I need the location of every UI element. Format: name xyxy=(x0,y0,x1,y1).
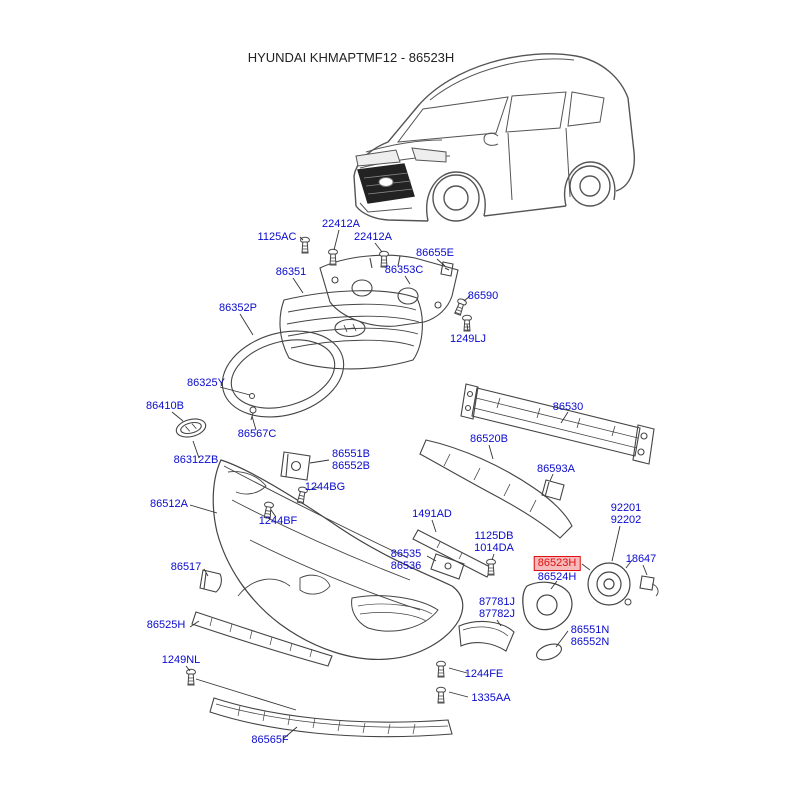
clip-drawing xyxy=(440,261,454,277)
lamp-bracket-drawing xyxy=(430,553,465,580)
part-label-92202[interactable]: 92202 xyxy=(610,514,642,526)
grille-molding-drawing xyxy=(221,330,345,418)
bumper-cover-drawing xyxy=(212,459,464,661)
part-label-86551N[interactable]: 86551N xyxy=(570,624,610,636)
part-label-86351[interactable]: 86351 xyxy=(275,266,307,278)
part-label-86551B[interactable]: 86551B xyxy=(332,448,370,460)
small-bracket-drawing xyxy=(541,479,565,501)
front-lip-drawing xyxy=(209,697,453,738)
cover-moulding-drawing xyxy=(536,643,562,661)
fog-lamp-cover-drawing xyxy=(458,620,515,652)
part-label-86523H[interactable]: 86523H xyxy=(533,556,581,571)
part-label-1249LJ[interactable]: 1249LJ xyxy=(449,333,487,345)
part-label-87781J[interactable]: 87781J xyxy=(478,596,516,608)
part-label-86524H[interactable]: 86524H xyxy=(537,571,577,583)
stay-bar-drawing xyxy=(412,529,493,578)
part-label-86655E[interactable]: 86655E xyxy=(416,247,454,259)
molding-clip-drawing xyxy=(249,393,255,399)
lower-cover-drawing xyxy=(191,611,333,667)
part-label-86552N[interactable]: 86552N xyxy=(570,636,610,648)
bulb-connector-drawing xyxy=(639,575,659,597)
part-label-86590[interactable]: 86590 xyxy=(467,290,499,302)
part-label-86536[interactable]: 86536 xyxy=(390,560,422,572)
radiator-grille-drawing xyxy=(279,290,423,370)
part-label-86565F[interactable]: 86565F xyxy=(251,734,289,746)
bumper-reinforcement-drawing xyxy=(460,383,655,465)
part-label-86325Y[interactable]: 86325Y xyxy=(187,377,225,389)
car-illustration xyxy=(353,53,636,222)
part-label-86312ZB[interactable]: 86312ZB xyxy=(173,454,219,466)
part-label-86567C[interactable]: 86567C xyxy=(237,428,277,440)
part-label-86410B[interactable]: 86410B xyxy=(146,400,184,412)
emblem-drawing xyxy=(175,418,207,438)
part-label-1244BG[interactable]: 1244BG xyxy=(304,481,346,493)
fog-lamp-bezel-drawing xyxy=(522,581,573,631)
part-label-86517[interactable]: 86517 xyxy=(170,561,202,573)
part-label-1244BF[interactable]: 1244BF xyxy=(258,515,298,527)
side-stay-drawing xyxy=(199,569,222,593)
leader-lines xyxy=(171,229,648,740)
part-label-18647[interactable]: 18647 xyxy=(625,553,657,565)
part-label-1014DA[interactable]: 1014DA xyxy=(474,542,514,554)
part-label-22412A[interactable]: 22412A xyxy=(322,218,360,230)
side-bracket-drawing xyxy=(280,451,311,481)
part-label-86525H[interactable]: 86525H xyxy=(146,619,186,631)
part-label-87782J[interactable]: 87782J xyxy=(478,608,516,620)
part-label-86593A[interactable]: 86593A xyxy=(537,463,575,475)
part-label-86520B[interactable]: 86520B xyxy=(470,433,508,445)
part-label-22412A[interactable]: 22412A xyxy=(354,231,392,243)
part-label-92201[interactable]: 92201 xyxy=(610,502,642,514)
energy-absorber-drawing xyxy=(419,439,573,539)
part-label-1491AD[interactable]: 1491AD xyxy=(412,508,452,520)
part-label-86512A[interactable]: 86512A xyxy=(150,498,188,510)
page-title: HYUNDAI KHMAPTMF12 - 86523H xyxy=(247,50,455,65)
part-label-1335AA[interactable]: 1335AA xyxy=(471,692,511,704)
fog-lamp-drawing xyxy=(581,559,633,606)
part-label-1125AC[interactable]: 1125AC xyxy=(257,231,297,243)
part-label-86552B[interactable]: 86552B xyxy=(332,460,370,472)
part-label-86353C[interactable]: 86353C xyxy=(384,264,424,276)
part-label-1125DB[interactable]: 1125DB xyxy=(474,530,514,542)
part-label-1249NL[interactable]: 1249NL xyxy=(161,654,201,666)
part-label-86530[interactable]: 86530 xyxy=(552,401,584,413)
part-label-1244FE[interactable]: 1244FE xyxy=(464,668,504,680)
part-label-86352P[interactable]: 86352P xyxy=(219,302,257,314)
part-label-86535[interactable]: 86535 xyxy=(390,548,422,560)
